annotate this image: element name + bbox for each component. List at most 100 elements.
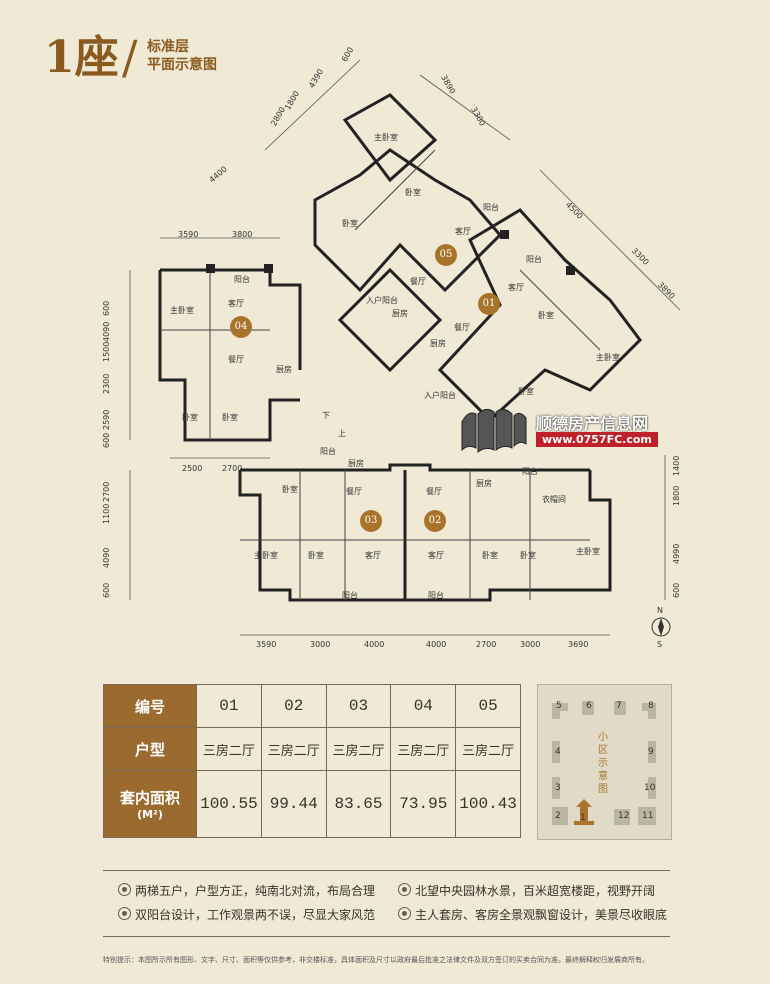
room-label: 卧室 xyxy=(538,311,554,320)
building-number: 2 xyxy=(555,811,561,821)
unit-area-table: 编号 01 02 03 04 05 户型 三房二厅 三房二厅 三房二厅 三房二厅… xyxy=(103,683,521,838)
room-label: 客厅 xyxy=(228,299,244,308)
room-label: 厨房 xyxy=(348,459,364,468)
table-cell: 05 xyxy=(455,683,521,729)
table-cell: 三房二厅 xyxy=(260,727,327,772)
table-cell: 04 xyxy=(390,683,457,729)
dim-label: 600 xyxy=(102,582,111,598)
room-label: 餐厅 xyxy=(228,355,244,364)
room-label: 卧室 xyxy=(520,551,536,560)
feature-text: 主人套房、客房全景观飘窗设计，美景尽收眼底 xyxy=(415,908,668,922)
room-label: 厨房 xyxy=(392,309,408,318)
room-label: 卧室 xyxy=(308,551,324,560)
table-cell: 100.43 xyxy=(455,770,521,838)
site-map-legend: 小区示意图 xyxy=(598,732,608,795)
feature-item: 主人套房、客房全景观飘窗设计，美景尽收眼底 xyxy=(398,906,667,923)
dim-label: 600 xyxy=(102,300,111,316)
room-label: 卧室 xyxy=(182,413,198,422)
feature-item: 北望中央园林水景，百米超宽楼距，视野开阔 xyxy=(398,882,655,899)
row-label-id: 编号 xyxy=(103,683,197,729)
row-label-area-unit: (M²) xyxy=(137,808,163,822)
table-row: 户型 三房二厅 三房二厅 三房二厅 三房二厅 三房二厅 xyxy=(103,727,521,772)
wall-04b xyxy=(160,268,302,370)
floor-plan-walls xyxy=(129,59,681,636)
feature-item: 两梯五户，户型方正，纯南北对流，布局合理 xyxy=(118,882,375,899)
table-cell: 02 xyxy=(260,683,327,729)
unit-badge-05: 05 xyxy=(435,244,457,266)
feature-text: 双阳台设计，工作观景两不误，尽显大家风范 xyxy=(135,908,376,922)
table-cell: 100.55 xyxy=(196,770,262,838)
bullet-icon xyxy=(398,883,411,896)
dim-label: 2700 xyxy=(476,640,497,649)
room-label: 餐厅 xyxy=(410,277,426,286)
dim-label: 1500 xyxy=(102,341,111,362)
unit-badge-03: 03 xyxy=(360,510,382,532)
row-label-type: 户型 xyxy=(103,727,197,772)
table-cell: 三房二厅 xyxy=(196,727,262,772)
dim-label: 4090 xyxy=(102,547,111,568)
building-number: 1 xyxy=(580,813,586,823)
room-label: 主卧室 xyxy=(576,547,600,556)
room-label: 主卧室 xyxy=(374,133,398,142)
title-line2: 平面示意图 xyxy=(147,57,217,73)
building-number: 11 xyxy=(642,811,654,821)
site-map-shapes xyxy=(552,701,656,825)
dim-label: 1100 xyxy=(102,503,111,524)
watermark-logo xyxy=(461,408,527,453)
bullet-icon xyxy=(118,907,131,920)
room-label: 卧室 xyxy=(405,188,421,197)
building-number: 5 xyxy=(556,701,562,711)
room-label: 阳台 xyxy=(342,591,358,600)
table-cell: 99.44 xyxy=(260,770,327,838)
title-line1: 标准层 xyxy=(147,39,189,55)
table-cell: 73.95 xyxy=(390,770,457,838)
room-label: 阳台 xyxy=(483,203,499,212)
watermark-name: 顺德房产信息网 xyxy=(536,414,649,433)
table-cell: 三房二厅 xyxy=(325,727,392,772)
compass-icon xyxy=(651,617,671,637)
dim-label: 2300 xyxy=(102,373,111,394)
bullet-icon xyxy=(398,907,411,920)
table-row: 套内面积 (M²) 100.55 99.44 83.65 73.95 100.4… xyxy=(103,770,521,838)
room-label: 主卧室 xyxy=(170,306,194,315)
compass: N S xyxy=(648,606,674,652)
wall-bottom-top xyxy=(240,463,590,472)
row-label-area: 套内面积 (M²) xyxy=(103,770,197,838)
room-label: 主卧室 xyxy=(254,551,278,560)
dim-label: 3590 xyxy=(256,640,277,649)
building-number: 12 xyxy=(618,811,630,821)
room-label: 客厅 xyxy=(508,283,524,292)
room-label: 衣帽间 xyxy=(542,495,566,504)
dim-label: 4000 xyxy=(364,640,385,649)
feature-text: 北望中央园林水景，百米超宽楼距，视野开阔 xyxy=(415,884,656,898)
room-label: 餐厅 xyxy=(346,487,362,496)
bullet-icon xyxy=(118,883,131,896)
dim-label: 4000 xyxy=(426,640,447,649)
dim-label: 1800 xyxy=(672,485,681,506)
room-label: 客厅 xyxy=(365,551,381,560)
room-label: 阳台 xyxy=(522,467,538,476)
watermark: 顺德房产信息网 www.0757FC.com xyxy=(456,404,661,464)
table-cell: 三房二厅 xyxy=(390,727,457,772)
wall-01 xyxy=(437,208,642,423)
room-label: 客厅 xyxy=(428,551,444,560)
table-cell: 83.65 xyxy=(325,770,392,838)
compass-south: S xyxy=(657,640,663,649)
room-label: 卧室 xyxy=(482,551,498,560)
dim-label: 4090 xyxy=(102,321,111,342)
room-label: 阳台 xyxy=(428,591,444,600)
dim-label: 3590 xyxy=(178,230,199,239)
dim-label: 3690 xyxy=(568,640,589,649)
dim-label: 2700 xyxy=(102,481,111,502)
building-number: 4 xyxy=(555,747,561,757)
room-label: 阳台 xyxy=(234,275,250,284)
dim-label: 2500 xyxy=(182,464,203,473)
table-cell: 01 xyxy=(196,683,262,729)
building-number: 9 xyxy=(648,747,654,757)
table-row: 编号 01 02 03 04 05 xyxy=(103,683,521,729)
wall-bottom xyxy=(238,470,612,602)
unit-badge-01: 01 xyxy=(478,293,500,315)
feature-text: 两梯五户，户型方正，纯南北对流，布局合理 xyxy=(135,884,376,898)
divider-top xyxy=(103,870,670,871)
room-label: 餐厅 xyxy=(454,323,470,332)
